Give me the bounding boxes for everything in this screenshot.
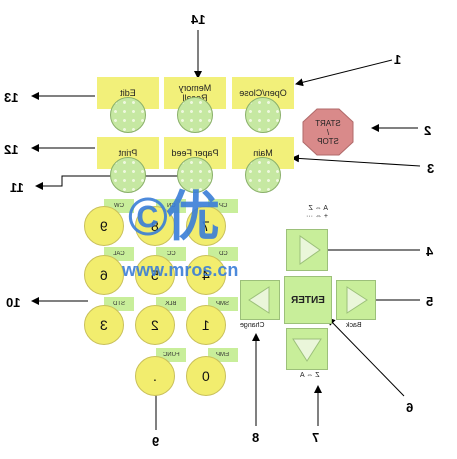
callout-2: 2 [424,123,432,138]
callout-4: 4 [426,244,434,259]
leader-line-3 [291,154,421,167]
right-key[interactable] [336,280,376,320]
left-key[interactable] [240,280,280,320]
callout-1: 1 [394,52,402,67]
start-stop-key[interactable]: START / STOP [315,118,341,146]
key-6[interactable]: 6 [84,255,124,295]
key-dot[interactable]: . [135,356,175,396]
callout-12: 12 [4,142,19,157]
callout-11: 11 [10,180,24,195]
enter-key[interactable]: ENTER [284,276,332,324]
key-2[interactable]: 2 [135,305,175,345]
down-key[interactable] [286,328,328,370]
print-key-dot [110,157,146,193]
paper-feed-key-dot [177,157,213,193]
change-label: Change [240,322,265,329]
memory-recall-key-dot [177,97,213,133]
edit-key-dot [110,97,146,133]
callout-8: 8 [252,430,260,445]
main-key-dot [245,157,281,193]
key-1[interactable]: 1 [186,305,226,345]
callout-3: 3 [427,161,435,176]
key-9[interactable]: 9 [84,206,124,246]
callout-5: 5 [426,294,434,309]
enter-key-label: ENTER [291,294,325,306]
key-5[interactable]: 5 [135,255,175,295]
callout-13: 13 [4,90,19,105]
up-triangle-icon [299,235,321,265]
key-0[interactable]: 0 [186,356,226,396]
key-3[interactable]: 3 [84,305,124,345]
callout-6: 6 [406,400,414,415]
callout-9: 9 [152,434,160,449]
watermark-logo: ©优 [128,187,220,247]
key-4[interactable]: 4 [186,255,226,295]
callout-7: 7 [312,430,320,445]
nav-top-label: A ⇔ Z + ⇔ ··· [306,205,328,220]
watermark-url: www.mros.cn [122,260,239,280]
down-triangle-icon [292,338,322,362]
leader-line-6 [327,317,405,397]
callout-10: 10 [6,295,21,310]
start-stop-key-shape [302,108,354,156]
key-7[interactable]: 7 [186,206,226,246]
up-key[interactable] [286,229,328,271]
back-label: Back [346,322,362,329]
leader-line-1 [295,59,393,87]
nav-bottom-label: Z ⇔ A [300,372,320,379]
right-triangle-icon [346,286,368,314]
callout-14: 14 [191,12,206,27]
key-8[interactable]: 8 [135,206,175,246]
open-close-key-dot [245,97,281,133]
left-triangle-icon [248,286,270,314]
